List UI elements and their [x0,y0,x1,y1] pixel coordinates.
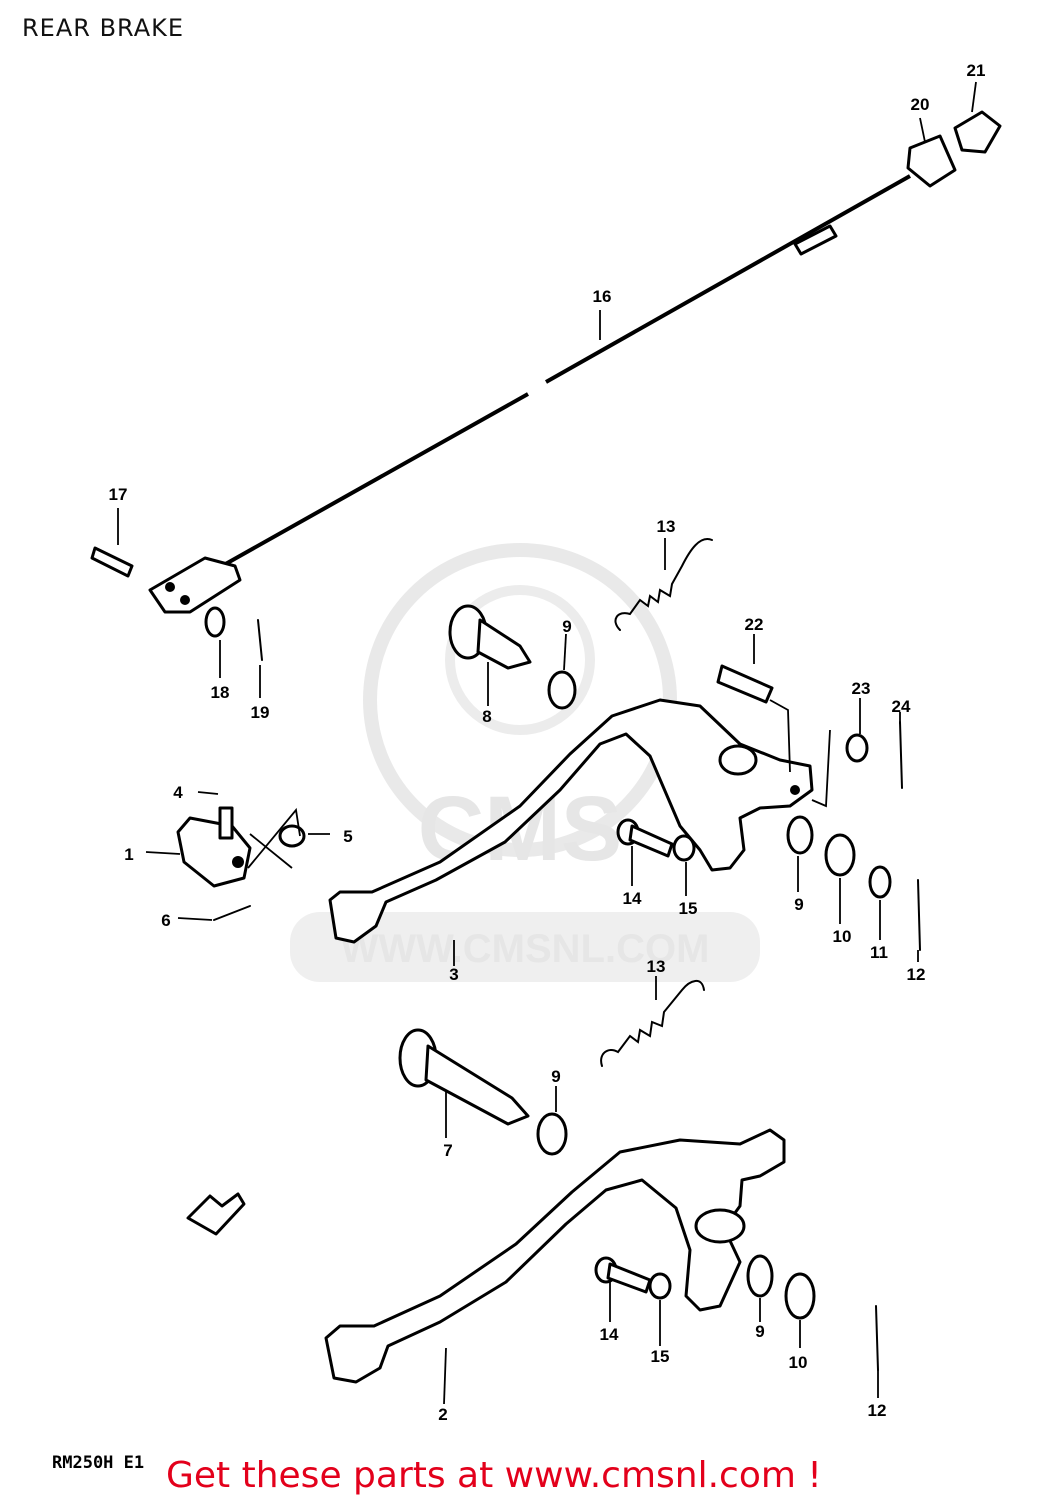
spring-5 [278,824,306,848]
front-arrow-icon [186,1192,246,1236]
washer-15-lower [648,1272,672,1300]
adjust-nut-20 [906,134,957,188]
washer-10-lower [784,1272,816,1320]
callout-16: 16 [593,287,612,306]
pin-4 [218,806,234,840]
callout-17: 17 [109,485,128,504]
callout-2: 2 [438,1405,447,1424]
brake-pedal-2 [324,1128,786,1384]
washer-11 [868,865,892,899]
callout-5: 5 [343,827,352,846]
cotter-pin-24 [899,721,903,789]
callout-14-lower: 14 [600,1325,619,1344]
o-ring-9-right [786,815,814,855]
o-ring-9-upper [547,670,577,710]
bolt-14-lower [594,1256,652,1294]
washer-10-upper [824,833,856,877]
callout-3: 3 [449,965,458,984]
leader-lines [117,81,977,1405]
footrest-1 [176,816,252,888]
pin-22 [716,664,774,704]
spring-13-lower [600,980,705,1067]
callout-9-lower-right: 9 [755,1322,764,1341]
callout-14-upper: 14 [623,889,642,908]
callout-24: 24 [892,697,911,716]
washer-18 [204,606,226,638]
callout-22: 22 [745,615,764,634]
washer-23 [845,733,869,763]
callout-13-upper: 13 [657,517,676,536]
callout-21: 21 [967,61,986,80]
callout-6: 6 [161,911,170,930]
joint-21 [953,110,1002,154]
callout-1: 1 [124,845,133,864]
brake-rod-16 [221,174,911,568]
callout-23: 23 [852,679,871,698]
callout-10-lower: 10 [789,1353,808,1372]
callout-11: 11 [870,943,888,962]
callout-18: 18 [211,683,230,702]
clevis-pin-17 [90,546,134,578]
brake-pedal-3 [328,698,814,944]
callout-12-lower: 12 [868,1401,887,1420]
callout-9-right: 9 [794,895,803,914]
cotter-pin-12-lower [875,1305,879,1371]
bolt-14-upper [616,818,674,858]
callout-9-lower: 9 [551,1067,560,1086]
cms-watermark: CMS WWW.CMSNL.COM [290,543,760,982]
callout-19: 19 [251,703,270,722]
pivot-bolt-7 [398,1028,530,1126]
washer-15-upper [672,834,696,862]
pin-6 [213,905,251,921]
callout-7: 7 [443,1141,452,1160]
o-ring-9-lower-right [746,1254,774,1298]
callout-15-lower: 15 [651,1347,670,1366]
callout-20: 20 [911,95,930,114]
o-ring-9-lower [536,1112,568,1156]
model-code: RM250H E1 [52,1453,145,1473]
callout-15-upper: 15 [679,899,698,918]
page-title: REAR BRAKE [22,14,185,42]
callout-12-upper: 12 [907,965,926,984]
cotter-pin-19 [257,619,263,661]
callout-10-upper: 10 [833,927,852,946]
callout-13-lower: 13 [647,957,666,976]
cta-link[interactable]: Get these parts at www.cmsnl.com ! [166,1455,822,1496]
pivot-bolt-8 [448,604,532,670]
callout-4: 4 [173,783,183,802]
callout-labels: 1 2 3 4 5 6 7 8 9 9 9 9 10 10 11 12 12 1… [109,61,986,1424]
rod-joint [148,556,242,614]
callout-8: 8 [482,707,491,726]
callout-9-upper: 9 [562,617,571,636]
watermark-url: WWW.CMSNL.COM [341,927,710,971]
cotter-pin-12-upper [917,879,921,951]
spring-13-upper [614,538,713,631]
